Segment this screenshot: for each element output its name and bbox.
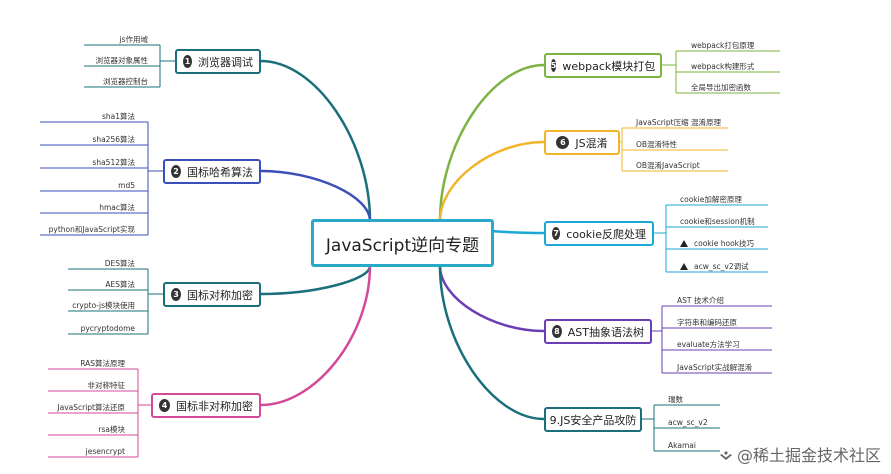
leaf[interactable]: cookie hook技巧 xyxy=(680,238,754,249)
branch-webpack[interactable]: 5 webpack模块打包 xyxy=(544,53,662,78)
leaf[interactable]: webpack构建形式 xyxy=(691,62,755,71)
leaf[interactable]: pycryptodome xyxy=(80,324,135,333)
branch-symmetric-encryption[interactable]: 3 国标对称加密 xyxy=(163,282,261,307)
central-topic[interactable]: JavaScript逆向专题 xyxy=(311,219,494,267)
branch-label: 国标对称加密 xyxy=(187,288,253,302)
leaf[interactable]: sha1算法 xyxy=(101,112,135,121)
leaf[interactable]: DES算法 xyxy=(104,259,135,268)
branch-connector xyxy=(438,265,545,333)
leaf[interactable]: 全局导出加密函数 xyxy=(691,83,751,92)
branch-connector xyxy=(438,63,545,222)
branch-ast[interactable]: 8 AST抽象语法树 xyxy=(544,319,652,344)
branch-number: 4 xyxy=(159,399,170,412)
leaf[interactable]: 浏览器对象属性 xyxy=(95,56,149,65)
leaf[interactable]: AES算法 xyxy=(105,280,135,289)
branch-connector xyxy=(438,265,545,421)
leaf[interactable]: acw_sc_v2 xyxy=(668,418,708,427)
branch-asymmetric-encryption[interactable]: 4 国标非对称加密 xyxy=(151,393,261,418)
branch-hash-algorithms[interactable]: 2 国标哈希算法 xyxy=(163,159,261,184)
leaf-label: acw_sc_v2调试 xyxy=(694,262,749,271)
branch-number: 3 xyxy=(171,288,181,301)
leaf[interactable]: evaluate方法学习 xyxy=(677,340,740,349)
branch-connector xyxy=(260,265,372,296)
branch-connector xyxy=(260,265,372,407)
warning-icon xyxy=(680,240,688,247)
branch-number: 5 xyxy=(550,59,557,72)
leaf[interactable]: 非对称特征 xyxy=(87,381,126,390)
branch-label: 国标非对称加密 xyxy=(176,399,253,413)
branch-connector xyxy=(260,169,372,222)
leaf[interactable]: JavaScript算法还原 xyxy=(57,403,125,412)
warning-icon xyxy=(680,263,688,270)
branch-js-security-products[interactable]: 9.JS安全产品攻防 xyxy=(544,407,642,432)
leaf[interactable]: cookie加解密原理 xyxy=(680,195,742,204)
leaf[interactable]: JavaScript压缩 混淆原理 xyxy=(636,118,721,127)
juejin-logo-icon xyxy=(719,451,732,460)
leaf[interactable]: OB混淆JavaScript xyxy=(636,161,700,170)
leaf[interactable]: OB混淆特性 xyxy=(636,140,678,149)
branch-number: 6 xyxy=(556,136,570,149)
branch-number: 7 xyxy=(552,227,561,240)
leaf[interactable]: crypto-js模块使用 xyxy=(72,301,135,310)
leaf[interactable]: python和JavaScript实现 xyxy=(48,225,135,234)
branch-label: 9.JS安全产品攻防 xyxy=(549,413,637,427)
branch-connector xyxy=(260,59,372,222)
leaf[interactable]: md5 xyxy=(118,181,135,190)
leaf[interactable]: sha256算法 xyxy=(92,135,135,144)
branch-js-obfuscation[interactable]: 6 JS混淆 xyxy=(544,130,620,155)
leaf[interactable]: jesencrypt xyxy=(85,447,125,456)
watermark: @稀土掘金技术社区 xyxy=(718,442,881,466)
leaf-label: cookie hook技巧 xyxy=(694,239,754,248)
branch-label: cookie反爬处理 xyxy=(566,227,646,241)
leaf[interactable]: RAS算法原理 xyxy=(80,359,125,368)
branch-number: 2 xyxy=(171,165,181,178)
leaf[interactable]: AST 技术介绍 xyxy=(677,296,724,305)
leaf[interactable]: rsa模块 xyxy=(98,425,125,434)
leaf[interactable]: hmac算法 xyxy=(99,203,135,212)
leaf[interactable]: JavaScript实战解混淆 xyxy=(677,363,753,372)
branch-label: JS混淆 xyxy=(575,136,608,150)
branch-browser-debugging[interactable]: 1 浏览器调试 xyxy=(175,49,261,74)
branch-label: 浏览器调试 xyxy=(198,55,253,69)
leaf[interactable]: 字符串和编码还原 xyxy=(677,318,737,327)
branch-connector xyxy=(438,140,545,222)
branch-number: 1 xyxy=(183,55,192,68)
branch-label: AST抽象语法树 xyxy=(567,325,644,339)
leaf[interactable]: Akamai xyxy=(668,441,696,450)
leaf[interactable]: 浏览器控制台 xyxy=(103,77,148,86)
leaf[interactable]: 瑞数 xyxy=(668,395,683,404)
branch-number: 8 xyxy=(552,325,562,338)
leaf[interactable]: js作用域 xyxy=(119,35,149,44)
branch-label: webpack模块打包 xyxy=(562,59,656,73)
leaf[interactable]: cookie和session机制 xyxy=(680,217,755,226)
branch-label: 国标哈希算法 xyxy=(187,165,253,179)
leaf[interactable]: webpack打包原理 xyxy=(691,41,755,50)
watermark-text: @稀土掘金技术社区 xyxy=(736,446,881,465)
branch-cookie-anti-crawl[interactable]: 7 cookie反爬处理 xyxy=(544,221,654,246)
leaf[interactable]: sha512算法 xyxy=(92,158,135,167)
leaf[interactable]: acw_sc_v2调试 xyxy=(680,261,749,272)
